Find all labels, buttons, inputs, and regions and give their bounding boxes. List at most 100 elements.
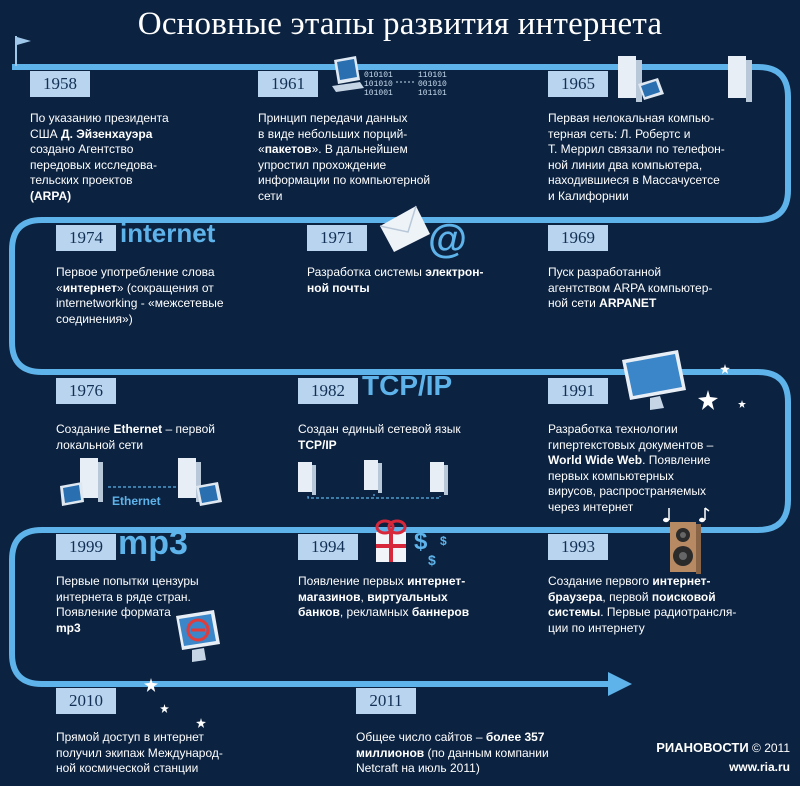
milestone-line: вирусов, распространяемых — [548, 484, 707, 498]
milestone-line: Первое употребление слова — [56, 265, 215, 279]
milestone-line: локальной сети — [56, 437, 144, 452]
milestone-line: соединения») — [56, 311, 133, 326]
milestone-line: Прямой доступ в интернет — [56, 730, 204, 744]
year-badge-1971: 1971 — [307, 225, 367, 251]
server-icon — [728, 56, 752, 102]
laptop-icon — [332, 56, 364, 92]
milestone-line: информации по компьютерной — [258, 173, 431, 187]
flag-icon — [15, 36, 31, 66]
gift-icon — [375, 519, 407, 562]
site-link[interactable]: www.ria.ru — [729, 760, 790, 774]
milestone-line: Пуск разработанной — [548, 265, 662, 279]
milestone-line: терная сеть: Л. Робертс и — [548, 126, 691, 141]
star-icon — [738, 400, 746, 408]
milestone-line: гипертекстовых документов – — [548, 437, 714, 452]
star-icon — [144, 678, 158, 692]
milestone-line: Т. Меррил связали по телефон- — [548, 142, 725, 156]
copyright: © 2011 — [752, 741, 790, 755]
year-badge-1991: 1991 — [548, 378, 608, 404]
ethernet-label: Ethernet — [112, 494, 161, 508]
milestone-line: США Д. Эйзенхауэра — [30, 126, 153, 141]
milestone-line: internetworking - «межсетевые — [56, 296, 224, 310]
year-badge-1994: 1994 — [298, 534, 358, 560]
milestone-line: TCP/IP — [298, 437, 337, 452]
network-servers — [298, 460, 448, 499]
year-badge-2010: 2010 — [56, 688, 116, 714]
milestone-line: Создан единый сетевой язык — [298, 422, 461, 436]
milestone-line: ции по интернету — [548, 620, 645, 635]
milestone-line: «интернет» (сокращения от — [56, 280, 214, 295]
milestone-line: агентством ARPA компьютер- — [548, 280, 713, 295]
milestone-line: находившиеся в Массачусетсе — [548, 173, 720, 187]
milestone-line: По указанию президента — [30, 111, 169, 125]
milestone-line: Появление первых интернет- — [298, 574, 466, 588]
tcpip-word: TCP/IP — [362, 370, 453, 401]
milestone-line: тельских проектов — [30, 173, 133, 187]
star-icon — [196, 718, 206, 728]
milestone-text-1993: Создание первого интернет-браузера, перв… — [548, 574, 768, 636]
star-icon — [720, 364, 730, 374]
milestone-line: Разработка технологии — [548, 422, 678, 436]
milestone-line: mp3 — [56, 620, 81, 635]
milestone-line: Появление формата — [56, 605, 171, 619]
milestone-line: миллионов (по данным компании — [356, 745, 549, 760]
dashed-connector — [396, 81, 416, 83]
milestone-line: браузера, первой поисковой — [548, 589, 716, 604]
no-entry-icon — [176, 610, 220, 662]
brand-logo: РИАНОВОСТИ — [656, 740, 749, 755]
dollar-sign-small: $ — [428, 552, 436, 568]
milestone-line: World Wide Web. Появление — [548, 453, 711, 467]
milestone-line: «пакетов». В дальнейшем — [258, 142, 408, 156]
milestone-line: Общее число сайтов – более 357 — [356, 730, 545, 744]
milestone-line: магазинов, виртуальных — [298, 589, 448, 604]
milestone-line: создано Агентство — [30, 142, 134, 156]
year-badge-1974: 1974 — [56, 225, 116, 251]
year-badge-2011: 2011 — [356, 688, 416, 714]
year-badge-1965: 1965 — [548, 71, 608, 97]
server-icon — [178, 458, 222, 506]
milestone-line: первых компьютерных — [548, 468, 674, 483]
server-icon — [618, 56, 664, 102]
milestone-text-1965: Первая нелокальная компью-терная сеть: Л… — [548, 111, 778, 204]
server-icon — [60, 458, 103, 506]
star-icon — [160, 704, 169, 713]
milestone-text-1971: Разработка системы электрон-ной почты — [307, 265, 517, 296]
milestone-line: упростил прохождение — [258, 157, 387, 172]
dollar-sign: $ — [414, 528, 428, 555]
milestone-line: интернета в ряде стран. — [56, 589, 191, 604]
milestone-line: Netcraft на июль 2011) — [356, 761, 480, 775]
milestone-line: и Калифорнии — [548, 188, 629, 203]
year-badge-1976: 1976 — [56, 378, 116, 404]
milestone-line: ной линии два компьютера, — [548, 157, 703, 172]
year-badge-1969: 1969 — [548, 225, 608, 251]
brand-credit: РИАНОВОСТИ © 2011 — [656, 740, 790, 755]
music-note-icon — [663, 508, 670, 523]
star-icon — [698, 390, 718, 410]
year-badge-1958: 1958 — [30, 71, 90, 97]
milestone-line: (ARPA) — [30, 188, 72, 203]
milestone-line: Разработка системы электрон- — [307, 265, 484, 279]
year-badge-1999: 1999 — [56, 534, 116, 560]
milestone-line: Первая нелокальная компью- — [548, 111, 715, 125]
milestone-line: Создание Ethernet – первой — [56, 422, 215, 436]
at-sign: @ — [428, 217, 468, 261]
speaker-icon — [670, 522, 701, 574]
mp3-word: mp3 — [118, 524, 188, 562]
milestone-text-1974: Первое употребление слова«интернет» (сок… — [56, 265, 266, 327]
timeline-arrow-icon — [608, 672, 632, 696]
milestone-line: в виде небольших порций- — [258, 126, 408, 141]
milestone-text-1994: Появление первых интернет-магазинов, вир… — [298, 574, 508, 621]
page-title: Основные этапы развития интернета — [137, 6, 663, 42]
